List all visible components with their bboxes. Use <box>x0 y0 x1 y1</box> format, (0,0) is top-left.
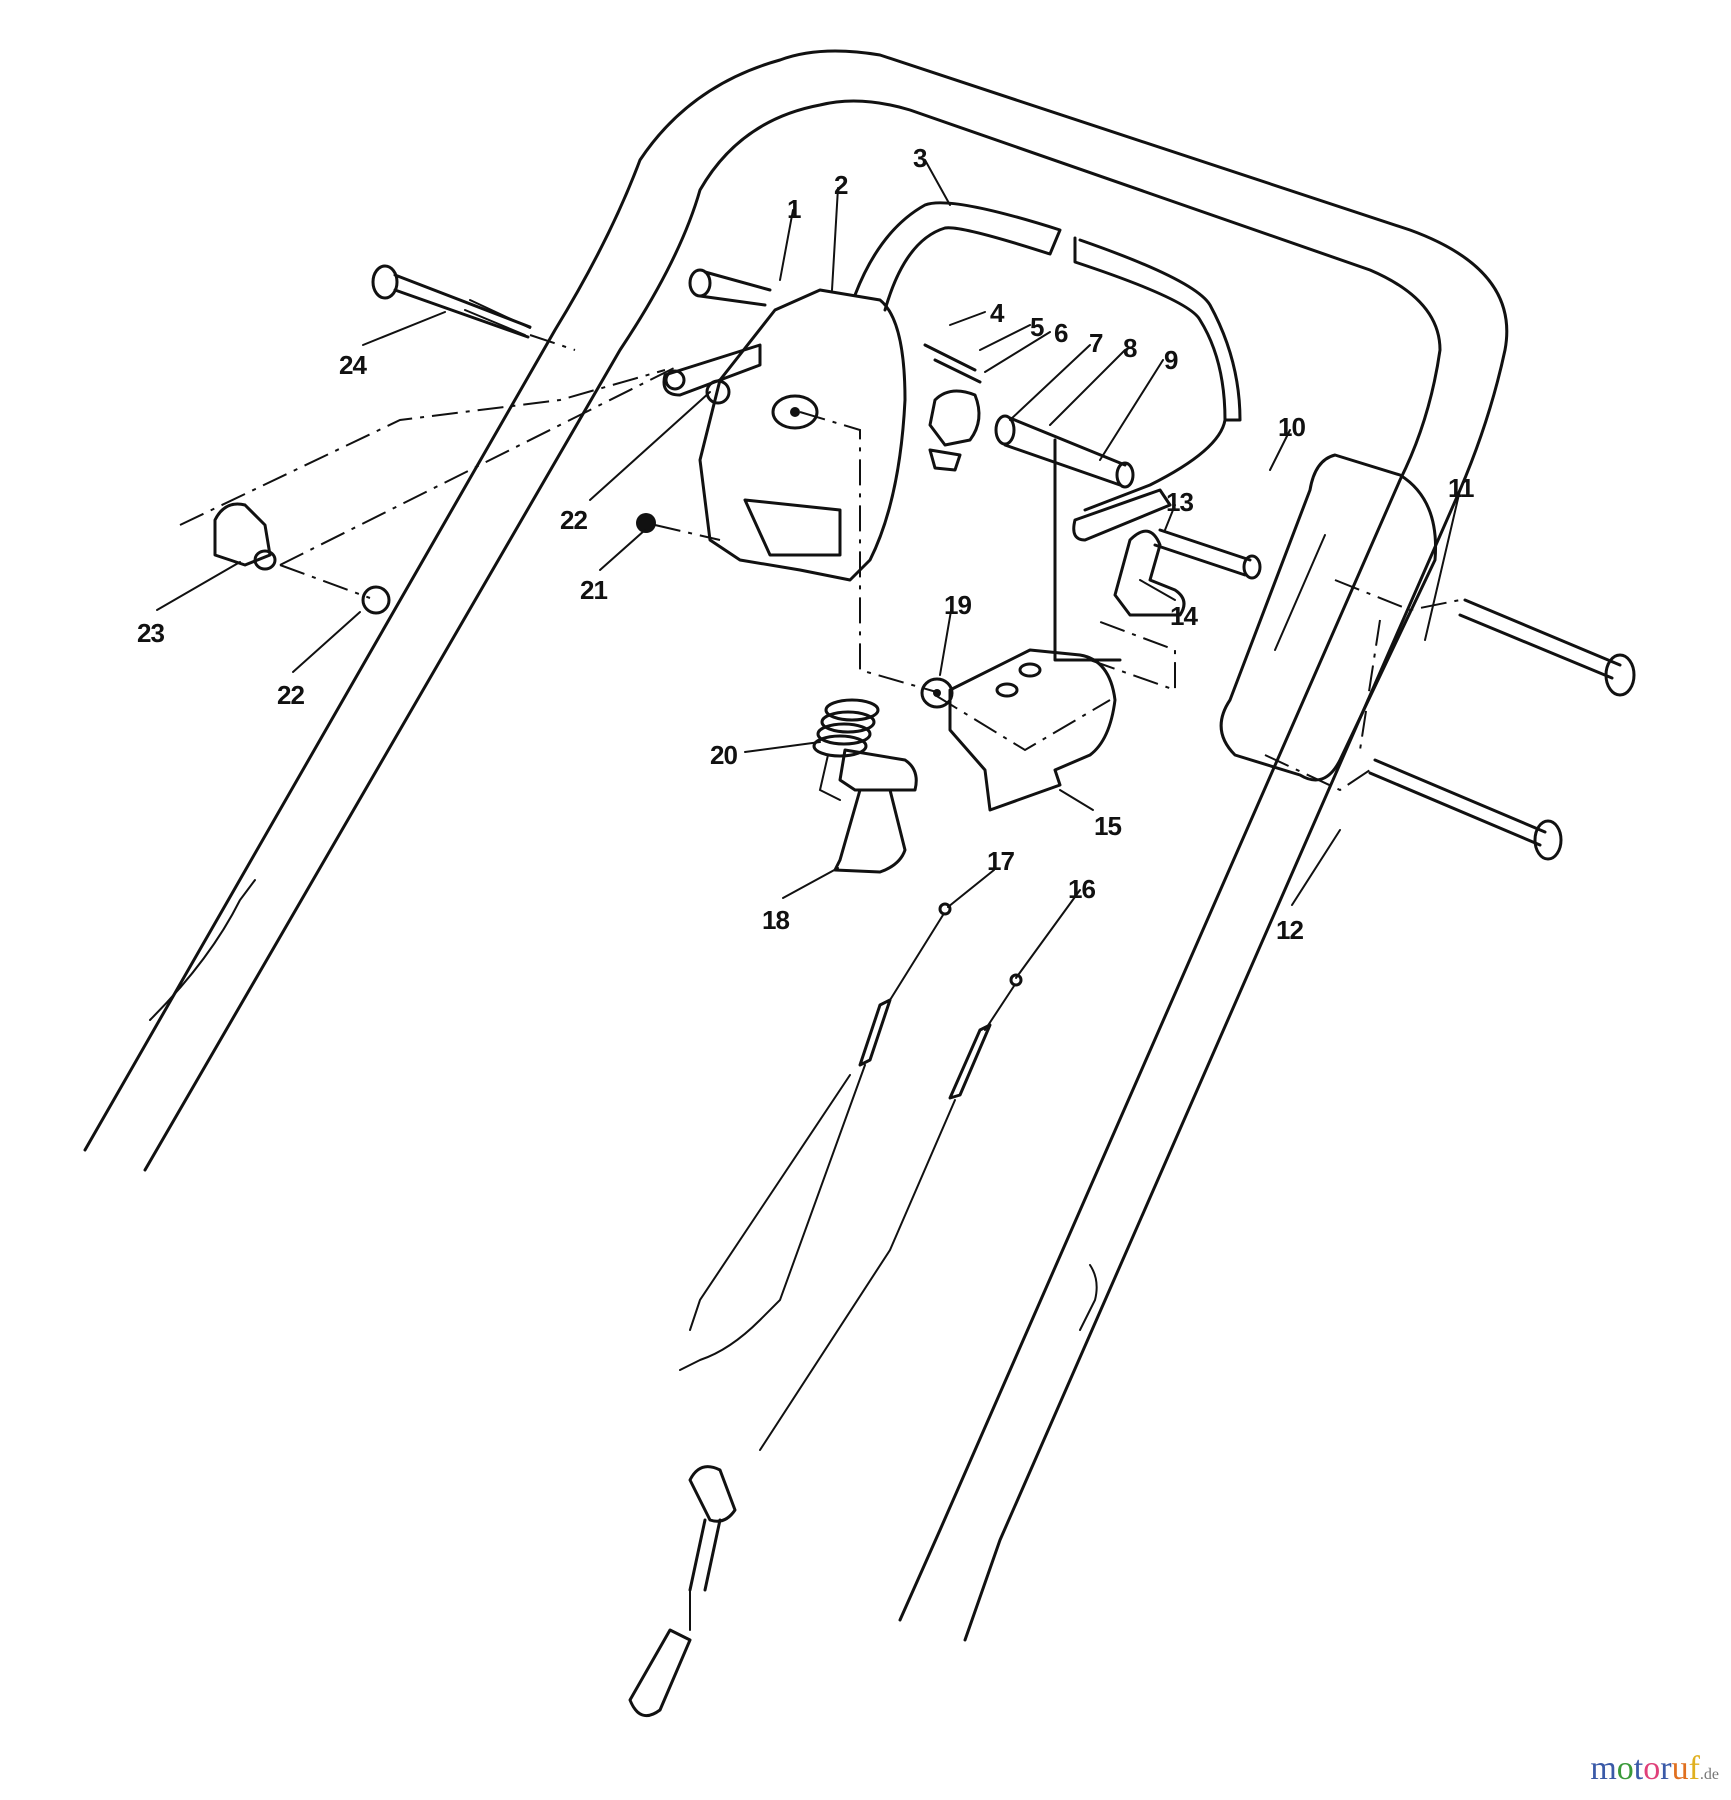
control-housing-part-2 <box>662 288 907 582</box>
bail-bar-part-3 <box>853 201 1242 512</box>
washer-part-22-upper <box>705 379 731 405</box>
bolt-part-12 <box>1368 758 1563 861</box>
cover-part-10 <box>1219 453 1438 782</box>
part-label-7: 7 <box>1089 328 1104 358</box>
watermark-text: motoruf <box>1590 1750 1700 1787</box>
lever-part-14 <box>1072 488 1186 617</box>
part-label-14: 14 <box>1170 601 1198 631</box>
long-bolt-part-24 <box>371 264 532 339</box>
handle-tube <box>83 49 1509 1642</box>
pawl-part-18 <box>833 748 918 874</box>
spacer-part-23 <box>213 502 277 571</box>
bolt-part-11 <box>1458 598 1636 697</box>
part-label-4: 4 <box>990 298 1005 328</box>
leader-lines <box>156 159 1461 979</box>
part-label-12: 12 <box>1276 915 1304 945</box>
assembly-lines <box>179 334 1461 792</box>
part-label-3: 3 <box>913 143 928 173</box>
part-label-20: 20 <box>710 740 738 770</box>
part-label-5: 5 <box>1030 312 1045 342</box>
cable-part-16 <box>759 973 1023 1451</box>
part-label-11: 11 <box>1448 473 1474 503</box>
part-label-24: 24 <box>339 350 367 380</box>
watermark-logo: motoruf.de <box>1590 1752 1719 1786</box>
cable-adjuster <box>628 1465 737 1718</box>
pin-part-13 <box>1153 528 1262 580</box>
part-label-16: 16 <box>1068 874 1096 904</box>
part-label-10: 10 <box>1278 412 1306 442</box>
part-label-8: 8 <box>1123 333 1138 363</box>
bracket-part-15 <box>948 648 1117 812</box>
bolt-part-1 <box>688 268 772 307</box>
part-label-2: 2 <box>834 170 849 200</box>
part-label-9: 9 <box>1164 345 1179 375</box>
part-label-15: 15 <box>1094 811 1122 841</box>
part-label-18: 18 <box>762 905 790 935</box>
part-label-23: 23 <box>137 618 165 648</box>
watermark-suffix: .de <box>1699 1766 1719 1783</box>
knob-part-21 <box>636 513 656 533</box>
clip-part-22-left <box>361 585 391 615</box>
part-label-6: 6 <box>1054 318 1069 348</box>
spring-part-20 <box>812 698 880 801</box>
part-label-1: 1 <box>787 194 802 224</box>
part-label-22a: 22 <box>560 505 588 535</box>
small-parts-4-to-9 <box>923 343 1135 662</box>
part-label-17: 17 <box>987 846 1015 876</box>
part-label-13: 13 <box>1166 487 1194 517</box>
part-label-21: 21 <box>580 575 608 605</box>
part-label-22b: 22 <box>277 680 305 710</box>
part-label-19: 19 <box>944 590 972 620</box>
cable-part-17 <box>679 902 952 1371</box>
